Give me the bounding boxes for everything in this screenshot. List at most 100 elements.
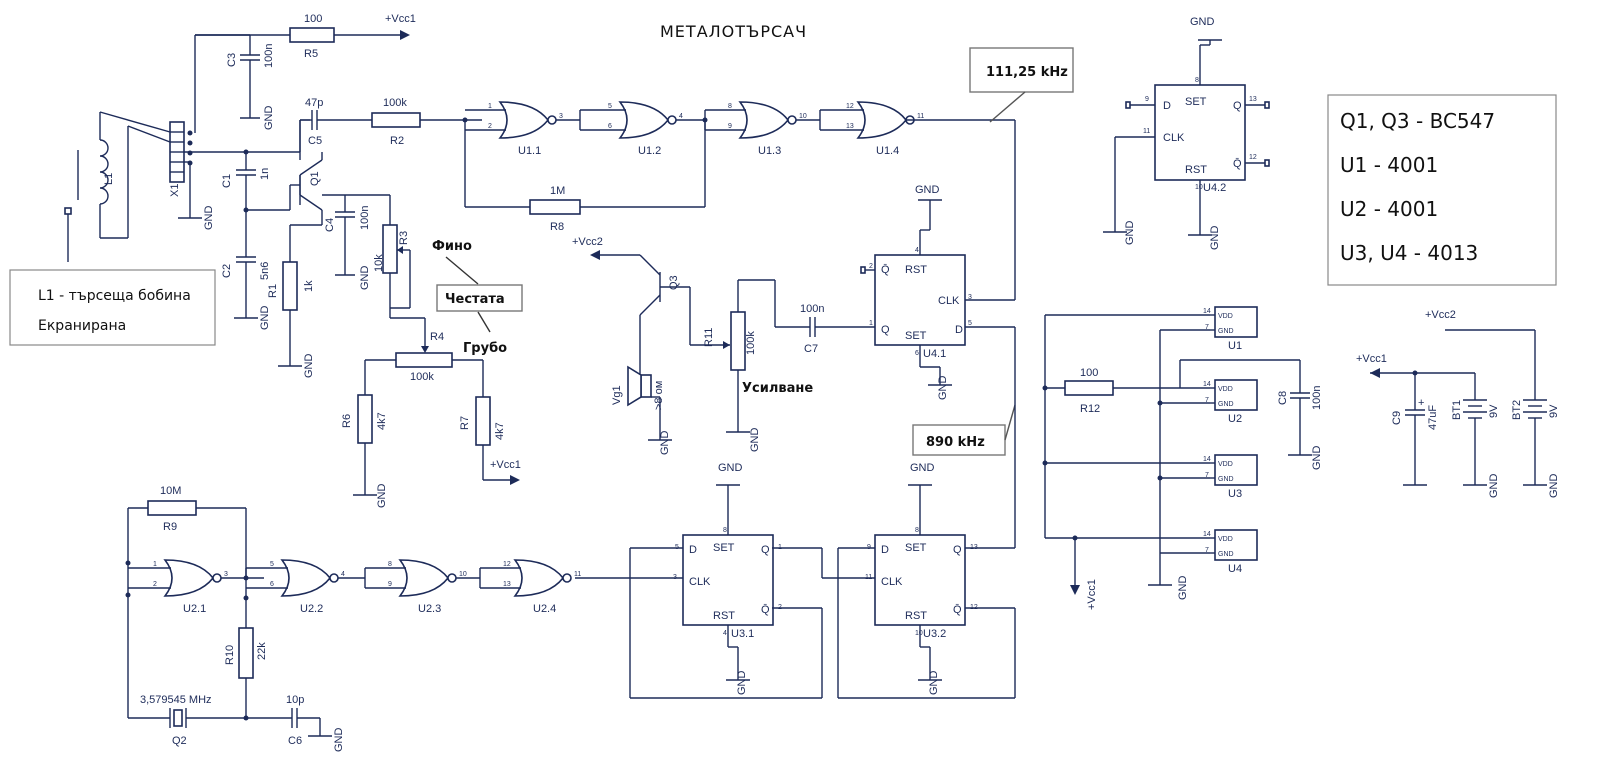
svg-text:Q̄: Q̄ <box>881 263 890 276</box>
svg-text:D: D <box>955 324 963 336</box>
svg-text:14: 14 <box>1203 308 1211 315</box>
svg-text:5n6: 5n6 <box>259 262 271 280</box>
svg-text:U3.2: U3.2 <box>923 628 946 640</box>
svg-text:>8 ом: >8 ом <box>653 381 665 410</box>
svg-text:SET: SET <box>905 542 927 554</box>
svg-text:GND: GND <box>1209 226 1221 251</box>
svg-text:13: 13 <box>1249 96 1257 103</box>
svg-text:47uF: 47uF <box>1427 405 1439 430</box>
svg-text:8: 8 <box>723 527 727 534</box>
svg-text:9V: 9V <box>1548 404 1560 418</box>
svg-text:VDD: VDD <box>1218 313 1233 320</box>
freq-upper-callout: 111,25 kHz <box>969 47 1074 123</box>
svg-text:RST: RST <box>905 264 927 276</box>
svg-text:R7: R7 <box>459 416 471 430</box>
svg-text:GND: GND <box>1218 401 1234 408</box>
svg-text:U2 - 4001: U2 - 4001 <box>1340 197 1438 221</box>
svg-text:GND: GND <box>1190 16 1215 28</box>
svg-text:U3, U4 - 4013: U3, U4 - 4013 <box>1340 241 1478 265</box>
svg-text:GND: GND <box>303 354 315 379</box>
svg-text:GND: GND <box>1218 328 1234 335</box>
svg-text:9: 9 <box>388 581 392 588</box>
svg-text:D: D <box>881 544 889 556</box>
svg-text:9V: 9V <box>1488 404 1500 418</box>
svg-text:U2.2: U2.2 <box>300 603 323 615</box>
svg-text:100n: 100n <box>800 303 824 315</box>
svg-text:4k7: 4k7 <box>494 422 506 440</box>
parts-legend: Q1, Q3 - BC547 U1 - 4001 U2 - 4001 U3, U… <box>1327 94 1557 286</box>
diagram-title: МЕТАЛОТЪРСАЧ <box>660 22 807 41</box>
svg-text:Q̄: Q̄ <box>1233 157 1242 170</box>
svg-text:100: 100 <box>304 13 322 25</box>
r6-resistor: R6 4k7 GND <box>341 394 388 509</box>
svg-text:13: 13 <box>503 581 511 588</box>
svg-text:GND: GND <box>1218 476 1234 483</box>
svg-text:100n: 100n <box>359 206 371 230</box>
svg-text:+Vcc1: +Vcc1 <box>1356 353 1387 365</box>
r5-resistor: 100 R5 +Vcc1 <box>195 13 416 60</box>
svg-text:VDD: VDD <box>1218 461 1233 468</box>
svg-text:Vg1: Vg1 <box>611 385 623 405</box>
svg-text:L1 - търсеща бобина: L1 - търсеща бобина <box>38 288 191 304</box>
svg-text:+Vcc2: +Vcc2 <box>572 236 603 248</box>
svg-text:Q: Q <box>761 544 770 556</box>
svg-text:7: 7 <box>1205 324 1209 331</box>
svg-text:GND: GND <box>1177 576 1189 601</box>
svg-text:U2.1: U2.1 <box>183 603 206 615</box>
svg-text:4: 4 <box>679 113 683 120</box>
c2-capacitor: C2 5n6 GND <box>221 256 271 330</box>
svg-text:C8: C8 <box>1277 391 1289 405</box>
r12-resistor: 100 R12 <box>1064 367 1210 415</box>
svg-text:1n: 1n <box>259 168 271 180</box>
svg-text:U1: U1 <box>1228 340 1242 352</box>
svg-text:SET: SET <box>713 542 735 554</box>
svg-text:C2: C2 <box>221 264 233 278</box>
svg-text:+Vcc2: +Vcc2 <box>1425 309 1456 321</box>
svg-text:8: 8 <box>915 527 919 534</box>
svg-text:U1.4: U1.4 <box>876 145 899 157</box>
svg-text:6: 6 <box>915 350 919 357</box>
svg-text:U4: U4 <box>1228 563 1242 575</box>
svg-text:GND: GND <box>1218 551 1234 558</box>
svg-text:8: 8 <box>728 103 732 110</box>
svg-text:VDD: VDD <box>1218 386 1233 393</box>
svg-text:4: 4 <box>723 630 727 637</box>
svg-text:6: 6 <box>270 581 274 588</box>
svg-text:R1: R1 <box>267 284 279 298</box>
svg-text:CLK: CLK <box>1163 132 1185 144</box>
svg-text:GND: GND <box>937 376 949 401</box>
svg-text:GND: GND <box>718 462 743 474</box>
svg-text:8: 8 <box>1195 77 1199 84</box>
svg-text:Q̄: Q̄ <box>761 603 770 616</box>
svg-text:C5: C5 <box>308 135 322 147</box>
svg-text:GND: GND <box>910 462 935 474</box>
svg-text:10M: 10M <box>160 485 181 497</box>
svg-text:100k: 100k <box>745 331 757 355</box>
svg-text:Q2: Q2 <box>172 735 187 747</box>
r7-resistor: R7 4k7 +Vcc1 <box>459 396 521 485</box>
svg-text:C6: C6 <box>288 735 302 747</box>
svg-text:7: 7 <box>1205 547 1209 554</box>
svg-text:U2.3: U2.3 <box>418 603 441 615</box>
coarse-label: Грубо <box>463 341 507 356</box>
svg-text:3: 3 <box>559 113 563 120</box>
svg-text:5: 5 <box>270 561 274 568</box>
freq-lower-callout: 890 kHz <box>912 404 1016 456</box>
svg-text:R10: R10 <box>224 645 236 665</box>
x1-connector: X1 <box>169 121 193 197</box>
q3-transistor: +Vcc2 Q3 <box>572 236 730 346</box>
svg-text:GND: GND <box>376 484 388 509</box>
svg-text:C7: C7 <box>804 343 818 355</box>
svg-text:U2.4: U2.4 <box>533 603 556 615</box>
svg-text:10k: 10k <box>373 254 385 272</box>
svg-text:9: 9 <box>728 123 732 130</box>
svg-text:+: + <box>1418 397 1424 409</box>
svg-text:10: 10 <box>459 571 467 578</box>
svg-text:14: 14 <box>1203 456 1211 463</box>
svg-text:R3: R3 <box>398 231 410 245</box>
